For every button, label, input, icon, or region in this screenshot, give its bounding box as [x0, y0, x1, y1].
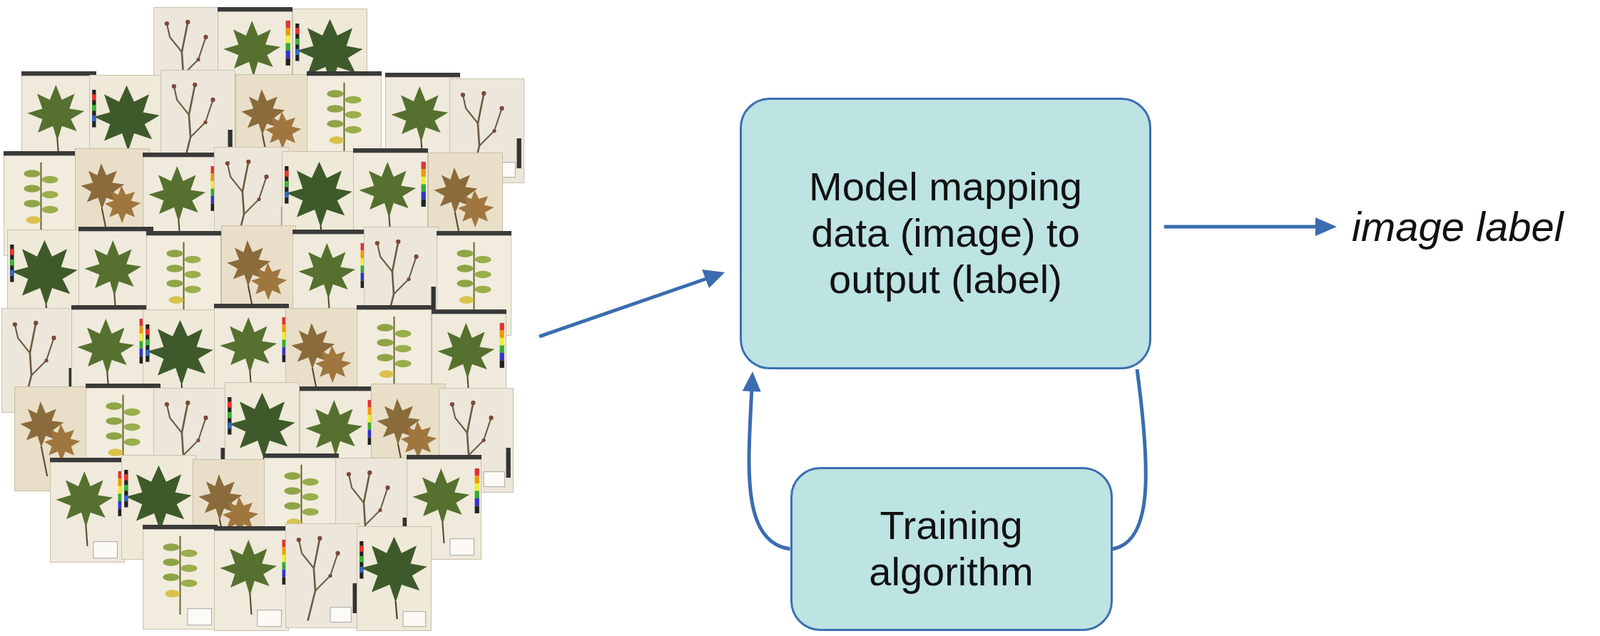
connector-line — [748, 388, 790, 550]
loop-connector — [1112, 369, 1147, 550]
model-box: Model mapping data (image) to output (la… — [739, 97, 1152, 370]
connector-line — [1112, 369, 1147, 550]
box-text: Model mapping data (image) to output (la… — [785, 164, 1107, 304]
specimen-sheets — [2, 7, 525, 631]
specimen-sheet — [49, 457, 125, 563]
training-box: Training algorithm — [790, 467, 1113, 632]
arrow-line — [1164, 225, 1317, 229]
specimen-sheet — [142, 525, 218, 630]
arrow-head — [1315, 217, 1337, 237]
arrow-head — [742, 371, 762, 393]
specimen-sheet — [213, 526, 289, 631]
loop-connector — [742, 371, 791, 550]
output-arrow — [1164, 217, 1337, 237]
box-text: Training algorithm — [816, 502, 1088, 596]
specimen-sheet — [286, 524, 361, 629]
specimen-sheet — [357, 527, 432, 632]
arrow-head — [701, 269, 725, 289]
input-arrow — [539, 269, 725, 337]
arrow-line — [539, 278, 707, 337]
output-label: image label — [1351, 204, 1564, 250]
